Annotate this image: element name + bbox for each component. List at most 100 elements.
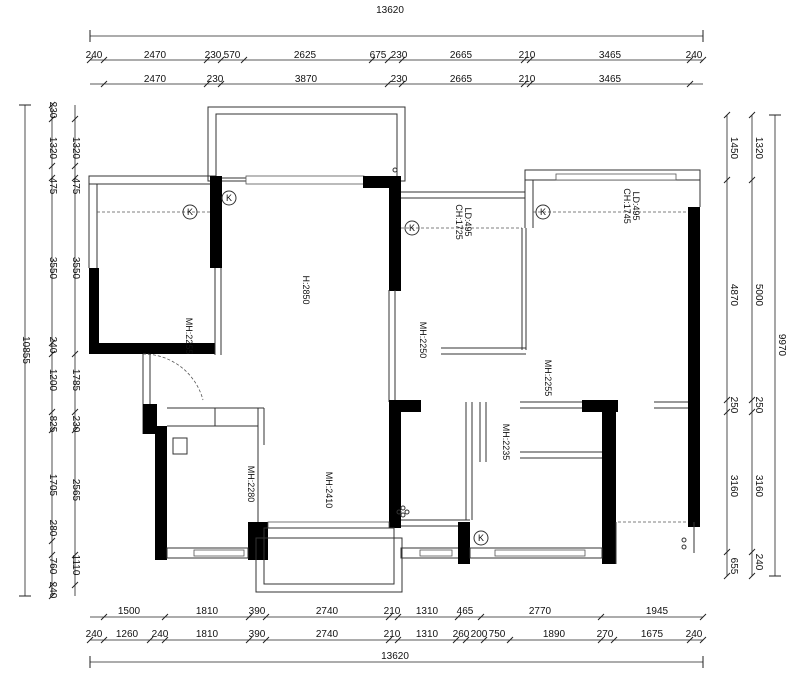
left-row2-ticks <box>71 115 79 589</box>
dimension-tick <box>48 408 56 416</box>
k-marker-icon <box>221 190 237 206</box>
dimension-tick <box>385 636 393 644</box>
left-dim: 240 <box>47 337 58 354</box>
dimension-tick <box>368 56 376 64</box>
k-marker-icon <box>473 530 489 546</box>
top-dim: 230 <box>205 50 222 61</box>
top-total-dim: 13620 <box>376 5 404 16</box>
dimension-tick <box>686 80 694 88</box>
dimension-tick <box>100 636 108 644</box>
k-marker-label: K <box>409 223 415 233</box>
height-label: MH:2255 <box>184 318 194 355</box>
dimension-tick <box>748 572 756 580</box>
dimension-tick <box>71 426 79 434</box>
height-label: MH:2250 <box>418 322 428 359</box>
left-dim: 1200 <box>47 369 58 392</box>
left-dim: 825 <box>47 416 58 433</box>
dimension-tick <box>506 636 514 644</box>
dimension-tick <box>100 56 108 64</box>
bottom-dim: 200 <box>471 629 488 640</box>
dimension-tick <box>71 581 79 589</box>
dimension-tick <box>723 572 731 580</box>
window <box>267 521 390 529</box>
dimension-tick <box>723 176 731 184</box>
bottom-dimensions: 1500 1810 390 2740 210 1310 465 2770 194… <box>86 606 707 668</box>
dimension-tick <box>520 80 528 88</box>
wall-segment <box>688 207 700 527</box>
bottom-dim: 1810 <box>196 606 219 617</box>
dimension-tick <box>48 581 56 589</box>
dimension-tick <box>748 176 756 184</box>
dimension-tick <box>699 613 707 621</box>
height-label: H:2850 <box>301 275 311 304</box>
k-marker-label: K <box>226 193 232 203</box>
right-dim: 240 <box>753 554 764 571</box>
dimension-tick <box>203 80 211 88</box>
left-dimensions: 10855 230 1320 475 3550 240 1200 825 170… <box>19 101 81 600</box>
plan-walls <box>88 106 701 593</box>
right-dim: 3160 <box>728 475 739 498</box>
left-dim: 1320 <box>70 137 81 160</box>
left-dim: 1785 <box>70 369 81 392</box>
wall-segment <box>602 400 616 564</box>
bottom-dim: 1810 <box>196 629 219 640</box>
top-row2-ticks <box>100 80 694 88</box>
ceiling-height-label: CH:1725 <box>454 204 464 240</box>
dimension-tick <box>100 80 108 88</box>
dimension-tick <box>686 636 694 644</box>
bottom-dim: 750 <box>489 629 506 640</box>
dimension-tick <box>723 548 731 556</box>
wall-segment <box>389 176 401 291</box>
right-dim: 250 <box>753 397 764 414</box>
top-dim: 240 <box>686 50 703 61</box>
top-dim: 230 <box>207 74 224 85</box>
k-marker-label: K <box>187 207 193 217</box>
dimension-tick <box>723 396 731 404</box>
height-label: MH:2410 <box>324 472 334 509</box>
dimension-tick <box>699 636 707 644</box>
dimension-tick <box>384 80 392 88</box>
bottom-dim: 210 <box>384 629 401 640</box>
left-dim: 240 <box>47 582 58 599</box>
dimension-tick <box>245 613 253 621</box>
dimension-tick <box>385 613 393 621</box>
bottom-total-dim: 13620 <box>381 651 409 662</box>
top-dim: 230 <box>391 50 408 61</box>
k-marker-label: K <box>478 533 484 543</box>
dimension-tick <box>161 613 169 621</box>
right-dim: 4870 <box>728 284 739 307</box>
dimension-tick <box>48 162 56 170</box>
dimension-tick <box>48 592 56 600</box>
dimension-tick <box>146 636 154 644</box>
dimension-tick <box>217 80 225 88</box>
dimension-tick <box>48 551 56 559</box>
bottom-dim: 465 <box>457 606 474 617</box>
dimension-tick <box>161 636 169 644</box>
right-dimensions: 1450 4870 250 3160 655 1320 5000 250 316… <box>723 111 787 580</box>
left-dim: 230 <box>47 102 58 119</box>
wall-segment <box>248 522 268 560</box>
bottom-dim: 1310 <box>416 629 439 640</box>
top-dim: 3870 <box>295 74 318 85</box>
left-dim: 230 <box>70 416 81 433</box>
height-label: MH:2235 <box>501 424 511 461</box>
dimension-tick <box>454 613 462 621</box>
dimension-tick <box>520 56 528 64</box>
top-dim: 210 <box>519 50 536 61</box>
top-dim: 230 <box>391 74 408 85</box>
dimension-tick <box>86 636 94 644</box>
dimension-tick <box>245 636 253 644</box>
window <box>555 173 677 181</box>
room-labels: CH:1725 LD:495 CH:1745 LD:495 H:2850 MH:… <box>184 188 641 508</box>
bottom-dim: 390 <box>249 629 266 640</box>
bottom-dim: 240 <box>152 629 169 640</box>
left-total-dim: 10855 <box>20 336 31 364</box>
left-row1-ticks <box>48 101 56 600</box>
window <box>193 549 245 557</box>
right-dim: 250 <box>728 397 739 414</box>
k-marker-icon <box>182 204 198 220</box>
bottom-dim: 240 <box>86 629 103 640</box>
dimension-tick <box>477 613 485 621</box>
ledge-depth-label: LD:495 <box>631 191 641 220</box>
dimension-tick <box>384 56 392 64</box>
